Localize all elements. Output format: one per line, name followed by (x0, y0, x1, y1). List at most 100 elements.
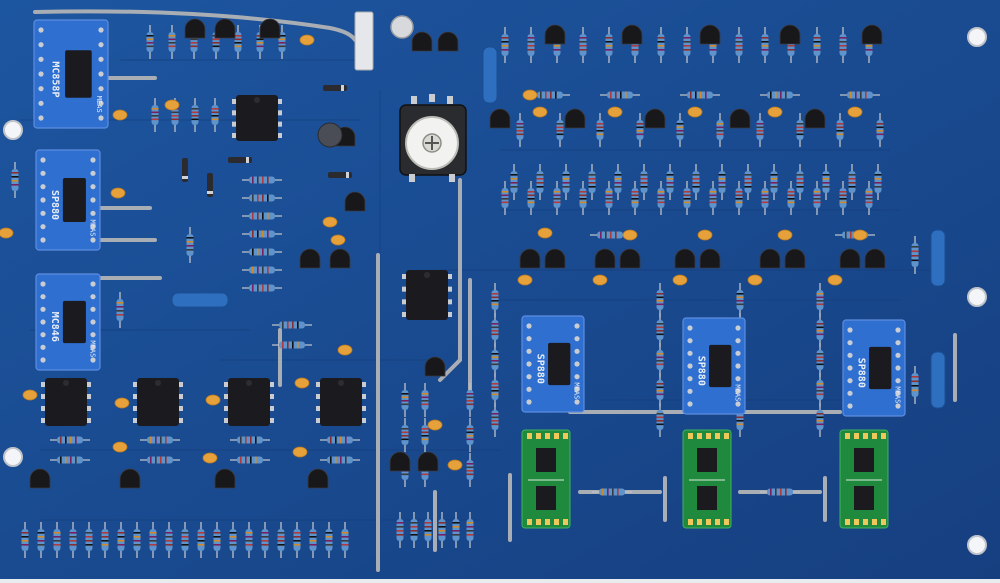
ceramic-capacitor (697, 229, 713, 241)
resistor (536, 164, 544, 200)
dip-chip (316, 378, 366, 426)
trimmer-cross (425, 136, 439, 150)
resistor (680, 91, 720, 99)
film-capacitor (171, 292, 229, 308)
trimmer-potentiometer (399, 94, 467, 182)
resistor (211, 98, 219, 132)
dip-chip (133, 378, 183, 426)
resistor (683, 181, 691, 215)
resistor (735, 27, 743, 63)
transistor (621, 24, 643, 45)
transistors (29, 15, 886, 489)
resistor (466, 418, 474, 452)
resistor (140, 456, 180, 464)
resistor (761, 181, 769, 215)
resistor (168, 25, 176, 59)
adapter-label: SP880 (856, 358, 867, 388)
resistor (146, 25, 154, 59)
resistor (605, 181, 613, 215)
resistor (736, 283, 744, 317)
transistor (544, 24, 566, 45)
resistor (272, 341, 312, 349)
resistor (718, 164, 726, 200)
resistor (242, 284, 282, 292)
transistor (864, 248, 886, 269)
resistor (709, 181, 717, 215)
dip-chip (402, 270, 452, 320)
ceramic-capacitor (299, 34, 315, 46)
transistor (307, 468, 329, 489)
ceramic-capacitor (532, 106, 548, 118)
resistor (636, 113, 644, 147)
resistor (261, 522, 269, 558)
resistor (876, 113, 884, 147)
maker-label: MEAS (894, 386, 902, 403)
resistor (320, 456, 360, 464)
green-breakout-boards (521, 429, 889, 529)
resistor (760, 488, 800, 496)
green-breakout (839, 429, 889, 529)
resistor (186, 227, 194, 263)
resistor (510, 164, 518, 200)
mounting-hole (967, 287, 987, 307)
resistor (213, 522, 221, 558)
resistor (816, 403, 824, 437)
resistor (614, 164, 622, 200)
transistor (214, 468, 236, 489)
trimmer-pin (447, 96, 453, 104)
trimmer-pin (409, 174, 415, 182)
jumper-wire (438, 178, 462, 382)
dip-chip (224, 378, 274, 426)
resistor (631, 181, 639, 215)
ceramic-capacitor (777, 229, 793, 241)
transistor (759, 248, 781, 269)
resistor (21, 522, 29, 558)
transistor (29, 468, 51, 489)
resistor (796, 113, 804, 147)
ceramic-capacitor (164, 99, 180, 111)
resistor (840, 91, 880, 99)
resistor (466, 512, 474, 548)
ceramic-capacitor (447, 459, 463, 471)
resistor (149, 522, 157, 558)
ceramic-capacitor (205, 394, 221, 406)
ceramic-capacitor (337, 344, 353, 356)
adapter-label: SP880 (535, 354, 546, 384)
ceramic-capacitor (607, 106, 623, 118)
resistor (466, 383, 474, 417)
ceramic-capacitor (622, 229, 638, 241)
resistor (438, 512, 446, 548)
transistor (489, 108, 511, 129)
maker-label: MEAS (95, 96, 103, 113)
transistor (437, 31, 459, 52)
transistor (119, 468, 141, 489)
resistor (491, 403, 499, 437)
resistor (796, 164, 804, 200)
resistor (452, 512, 460, 548)
resistor (234, 25, 242, 59)
adapter-label: SP880 (696, 356, 707, 386)
trimmer-pin (449, 174, 455, 182)
resistor (229, 522, 237, 558)
ceramic-capacitor (112, 109, 128, 121)
ceramic-capacitor (202, 452, 218, 464)
resistor (600, 91, 640, 99)
transistor (861, 24, 883, 45)
resistor-array (11, 25, 919, 558)
resistor (410, 512, 418, 548)
resistor (761, 27, 769, 63)
transistor (411, 31, 433, 52)
resistor (756, 113, 764, 147)
resistor (242, 266, 282, 274)
resistor (816, 313, 824, 347)
resistor (676, 113, 684, 147)
ceramic-capacitor (110, 187, 126, 199)
resistor (293, 522, 301, 558)
resistor (242, 248, 282, 256)
ceramic-capacitor (847, 106, 863, 118)
ceramic-capacitor (330, 234, 346, 246)
transistor (214, 18, 236, 39)
